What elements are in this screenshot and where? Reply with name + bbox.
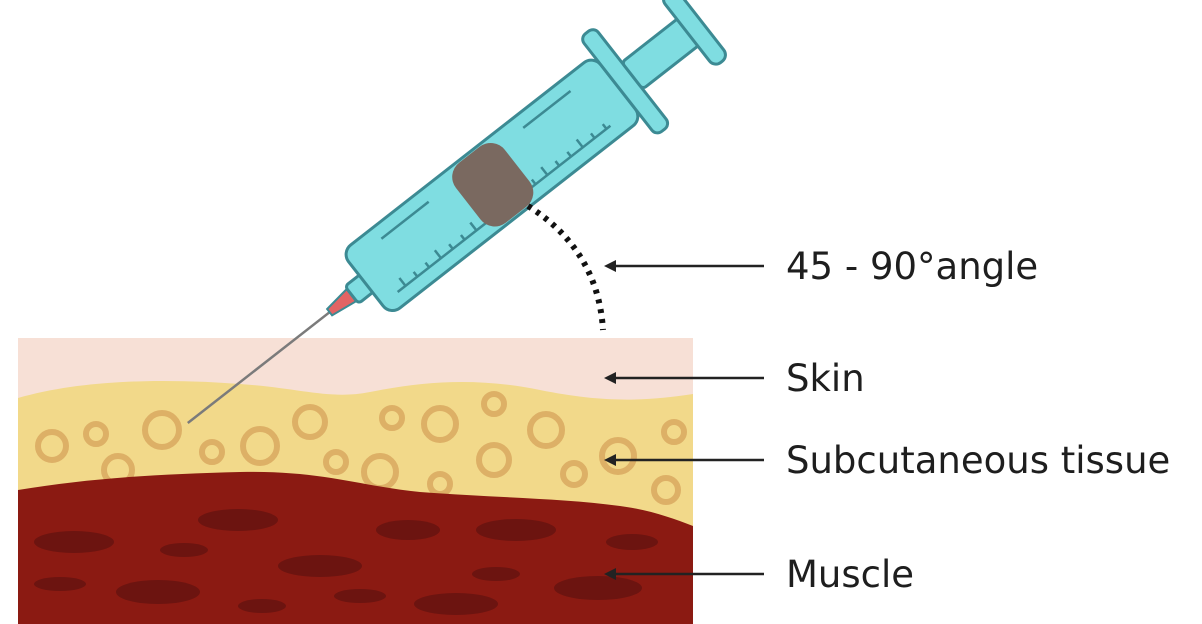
muscle-fibers: [34, 509, 658, 615]
skin-arrowhead: [604, 372, 616, 384]
angle-arc: [526, 203, 606, 331]
needle: [187, 292, 355, 424]
syringe-icon: [187, 0, 727, 424]
subcutaneous-label: Subcutaneous tissue: [786, 439, 1171, 482]
muscle-arrowhead: [604, 568, 616, 580]
tissue-block: [18, 338, 693, 624]
leader-lines: [604, 260, 764, 580]
subcutaneous-arrowhead: [604, 454, 616, 466]
plunger-stopper: [452, 142, 534, 227]
angle-label: 45 - 90°angle: [786, 245, 1039, 288]
plunger-thumb-rest: [662, 0, 727, 66]
skin-label: Skin: [786, 357, 865, 400]
fat-cells: [35, 391, 687, 505]
muscle-label: Muscle: [786, 553, 915, 596]
angle-arrowhead: [604, 260, 616, 272]
